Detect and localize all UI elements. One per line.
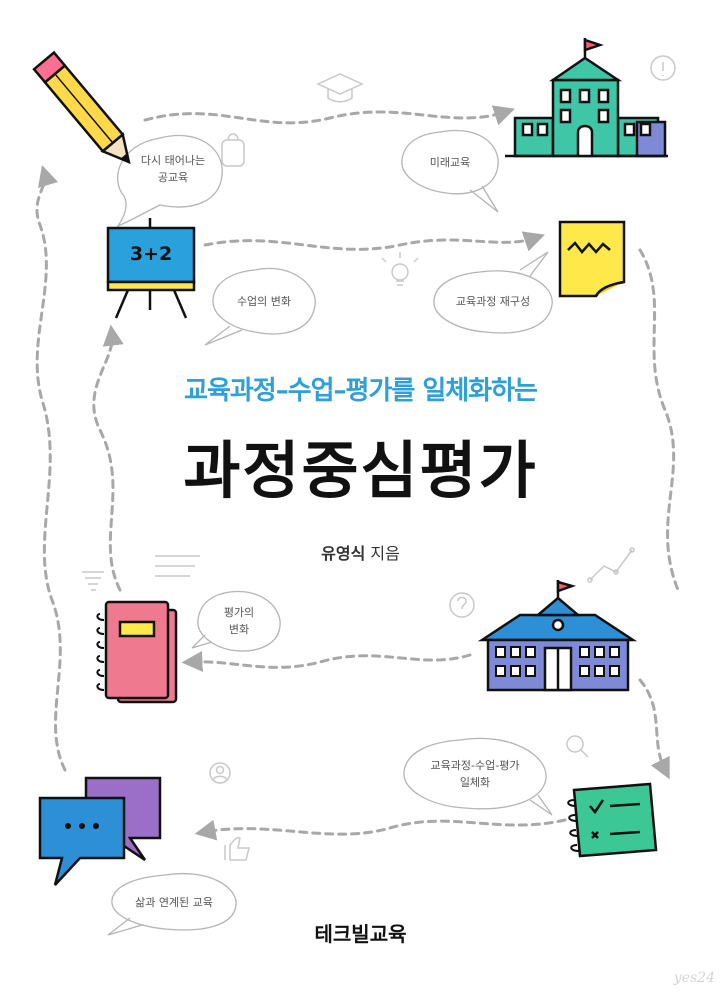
bubble-life-linked	[107, 873, 237, 936]
flow-path	[35, 105, 680, 841]
notebook-icon	[96, 600, 178, 704]
bubble-class-change	[204, 267, 316, 346]
lightbulb-icon	[381, 252, 419, 286]
bubble-curriculum-reorg	[433, 251, 553, 334]
bubble-text-public-education: 다시 태어나는 공교육	[118, 152, 228, 186]
author-role: 지음	[370, 544, 400, 563]
author-line: 유영식 지음	[0, 540, 721, 564]
speech-question-icon	[650, 55, 676, 81]
person-icon	[209, 762, 231, 784]
path-checklist-to-chat	[194, 818, 567, 841]
path-school-to-notebook	[181, 651, 472, 673]
watermark-text: yes24	[673, 970, 715, 986]
chat-bubbles-icon	[38, 776, 162, 886]
bubble-text-evaluation-change: 평가의 변화	[198, 604, 280, 638]
magnifier-icon	[566, 735, 589, 758]
chalkboard-icon	[106, 218, 196, 319]
path-right-side	[638, 248, 680, 592]
graduation-cap-icon	[316, 73, 364, 103]
bubble-text-curriculum-reorg: 교육과정 재구성	[455, 295, 531, 308]
school-green-icon	[505, 38, 668, 158]
question-bubble-icon	[449, 592, 475, 618]
line-graph-icon	[587, 547, 635, 583]
path-notebook-to-board	[92, 324, 124, 592]
chalkboard-text: 3+2	[129, 243, 173, 265]
publisher-name: 테크빌교육	[314, 922, 407, 946]
thumbs-up-icon	[224, 836, 250, 861]
bubble-line: 변화	[228, 623, 250, 636]
bubble-line: 교육과정-수업-평가	[430, 759, 520, 772]
faint-icons	[82, 55, 676, 861]
bubble-line: 공교육	[157, 171, 189, 184]
bubble-line: 다시 태어나는	[140, 154, 206, 167]
bubble-line: 평가의	[223, 606, 255, 619]
bubble-public-education	[116, 134, 223, 228]
author-name: 유영식	[321, 544, 366, 563]
cover-title: 과정중심평가	[183, 434, 538, 507]
checklist-icon	[567, 782, 658, 858]
path-left-side	[35, 164, 67, 772]
path-to-checklist	[638, 678, 670, 780]
bubble-text-class-change: 수업의 변화	[236, 295, 292, 308]
school-blue-icon	[477, 580, 638, 692]
sticky-note-icon	[558, 220, 626, 298]
bubble-evaluation-change	[191, 590, 281, 652]
bubble-future-education	[401, 130, 499, 213]
bubble-text-future-education: 미래교육	[429, 156, 471, 169]
pencil-icon	[32, 50, 131, 165]
bubble-integration	[403, 737, 553, 816]
bubble-text-life-linked: 삶과 연계된 교육	[135, 896, 213, 909]
path-pencil-to-school	[143, 105, 515, 126]
path-board-to-note	[203, 231, 545, 252]
bubble-line: 일체화	[459, 776, 491, 789]
list-lines-icon	[155, 555, 200, 577]
backpack-icon	[221, 133, 245, 167]
cover-subtitle: 교육과정–수업–평가를 일체화하는	[184, 376, 538, 406]
bubble-text-integration: 교육과정-수업-평가 일체화	[404, 757, 546, 791]
tornado-icon	[82, 571, 104, 591]
